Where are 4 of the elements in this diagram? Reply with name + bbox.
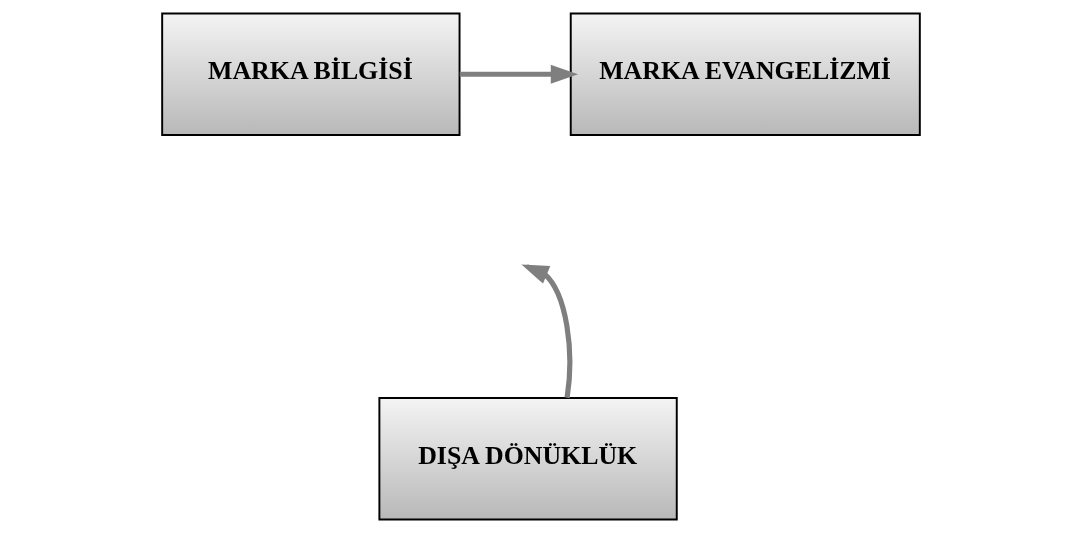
node-box: MARKA BİLGİSİ [160,12,461,136]
node-box: MARKA EVANGELİZMİ [569,12,921,136]
arrow [459,64,578,84]
node-box: DIŞA DÖNÜKLÜK [377,397,678,521]
